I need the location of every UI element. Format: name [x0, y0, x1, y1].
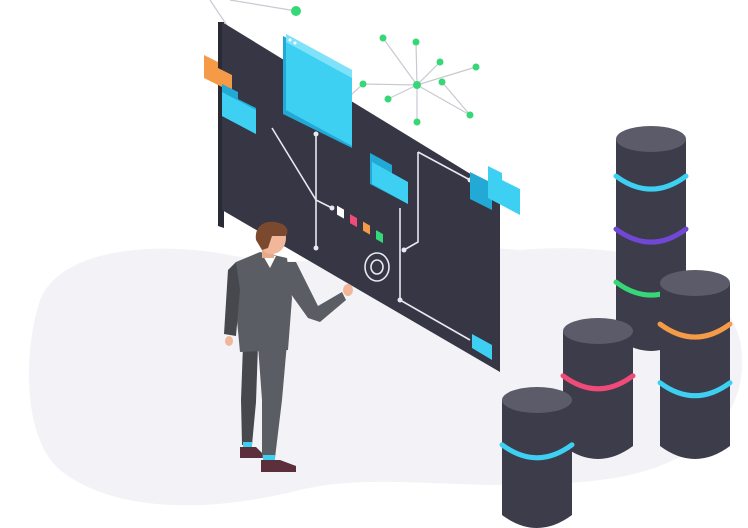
network-nodes [291, 6, 480, 126]
target-icon [364, 252, 390, 282]
circuit-nodes [313, 131, 473, 303]
network-node [472, 63, 480, 71]
figure-leg [241, 345, 258, 445]
server-light-band [657, 380, 733, 399]
server-light-band [613, 173, 689, 192]
swatch-green [376, 230, 383, 244]
server-rack [560, 318, 636, 459]
color-swatches [337, 205, 383, 244]
network-node [412, 38, 420, 46]
figure-shoe [261, 460, 296, 472]
server-top [563, 318, 633, 344]
swatch-white [337, 205, 344, 219]
network-node [384, 95, 392, 103]
server-top [502, 387, 572, 413]
server-rack [657, 270, 733, 459]
folder-icon [370, 153, 408, 204]
figure-hair [255, 221, 288, 250]
folder-icon [204, 55, 232, 92]
folder-icon [222, 84, 256, 134]
network-node [291, 6, 301, 16]
network-node [438, 78, 446, 86]
figure-leg [258, 343, 287, 458]
network-node [466, 111, 474, 119]
network-node [359, 80, 367, 88]
server-light-band [657, 321, 733, 340]
swatch-orange [363, 221, 370, 235]
server-light-band [499, 442, 575, 461]
figure-arm [282, 262, 346, 322]
browser-window-icon [283, 34, 352, 148]
network-node [413, 118, 421, 126]
server-body [502, 400, 572, 528]
figure-hand [343, 284, 353, 296]
server-body [563, 331, 633, 459]
server-racks [499, 126, 733, 528]
holographic-screen [218, 22, 500, 372]
figure-hand [225, 336, 233, 346]
server-top [660, 270, 730, 296]
server-top [616, 126, 686, 152]
figure-torso [236, 252, 292, 352]
figure-shoe [240, 447, 262, 458]
figure-arm [224, 262, 240, 336]
network-node [379, 34, 387, 42]
businessman-figure [224, 221, 353, 472]
server-light-band [560, 373, 636, 392]
server-body [660, 283, 730, 459]
folder-icon [470, 166, 520, 215]
network-node [413, 81, 421, 89]
network-node [436, 58, 444, 66]
server-rack [499, 387, 575, 528]
folder-icon [472, 334, 492, 360]
server-light-band [613, 226, 689, 245]
swatch-pink [350, 214, 357, 228]
